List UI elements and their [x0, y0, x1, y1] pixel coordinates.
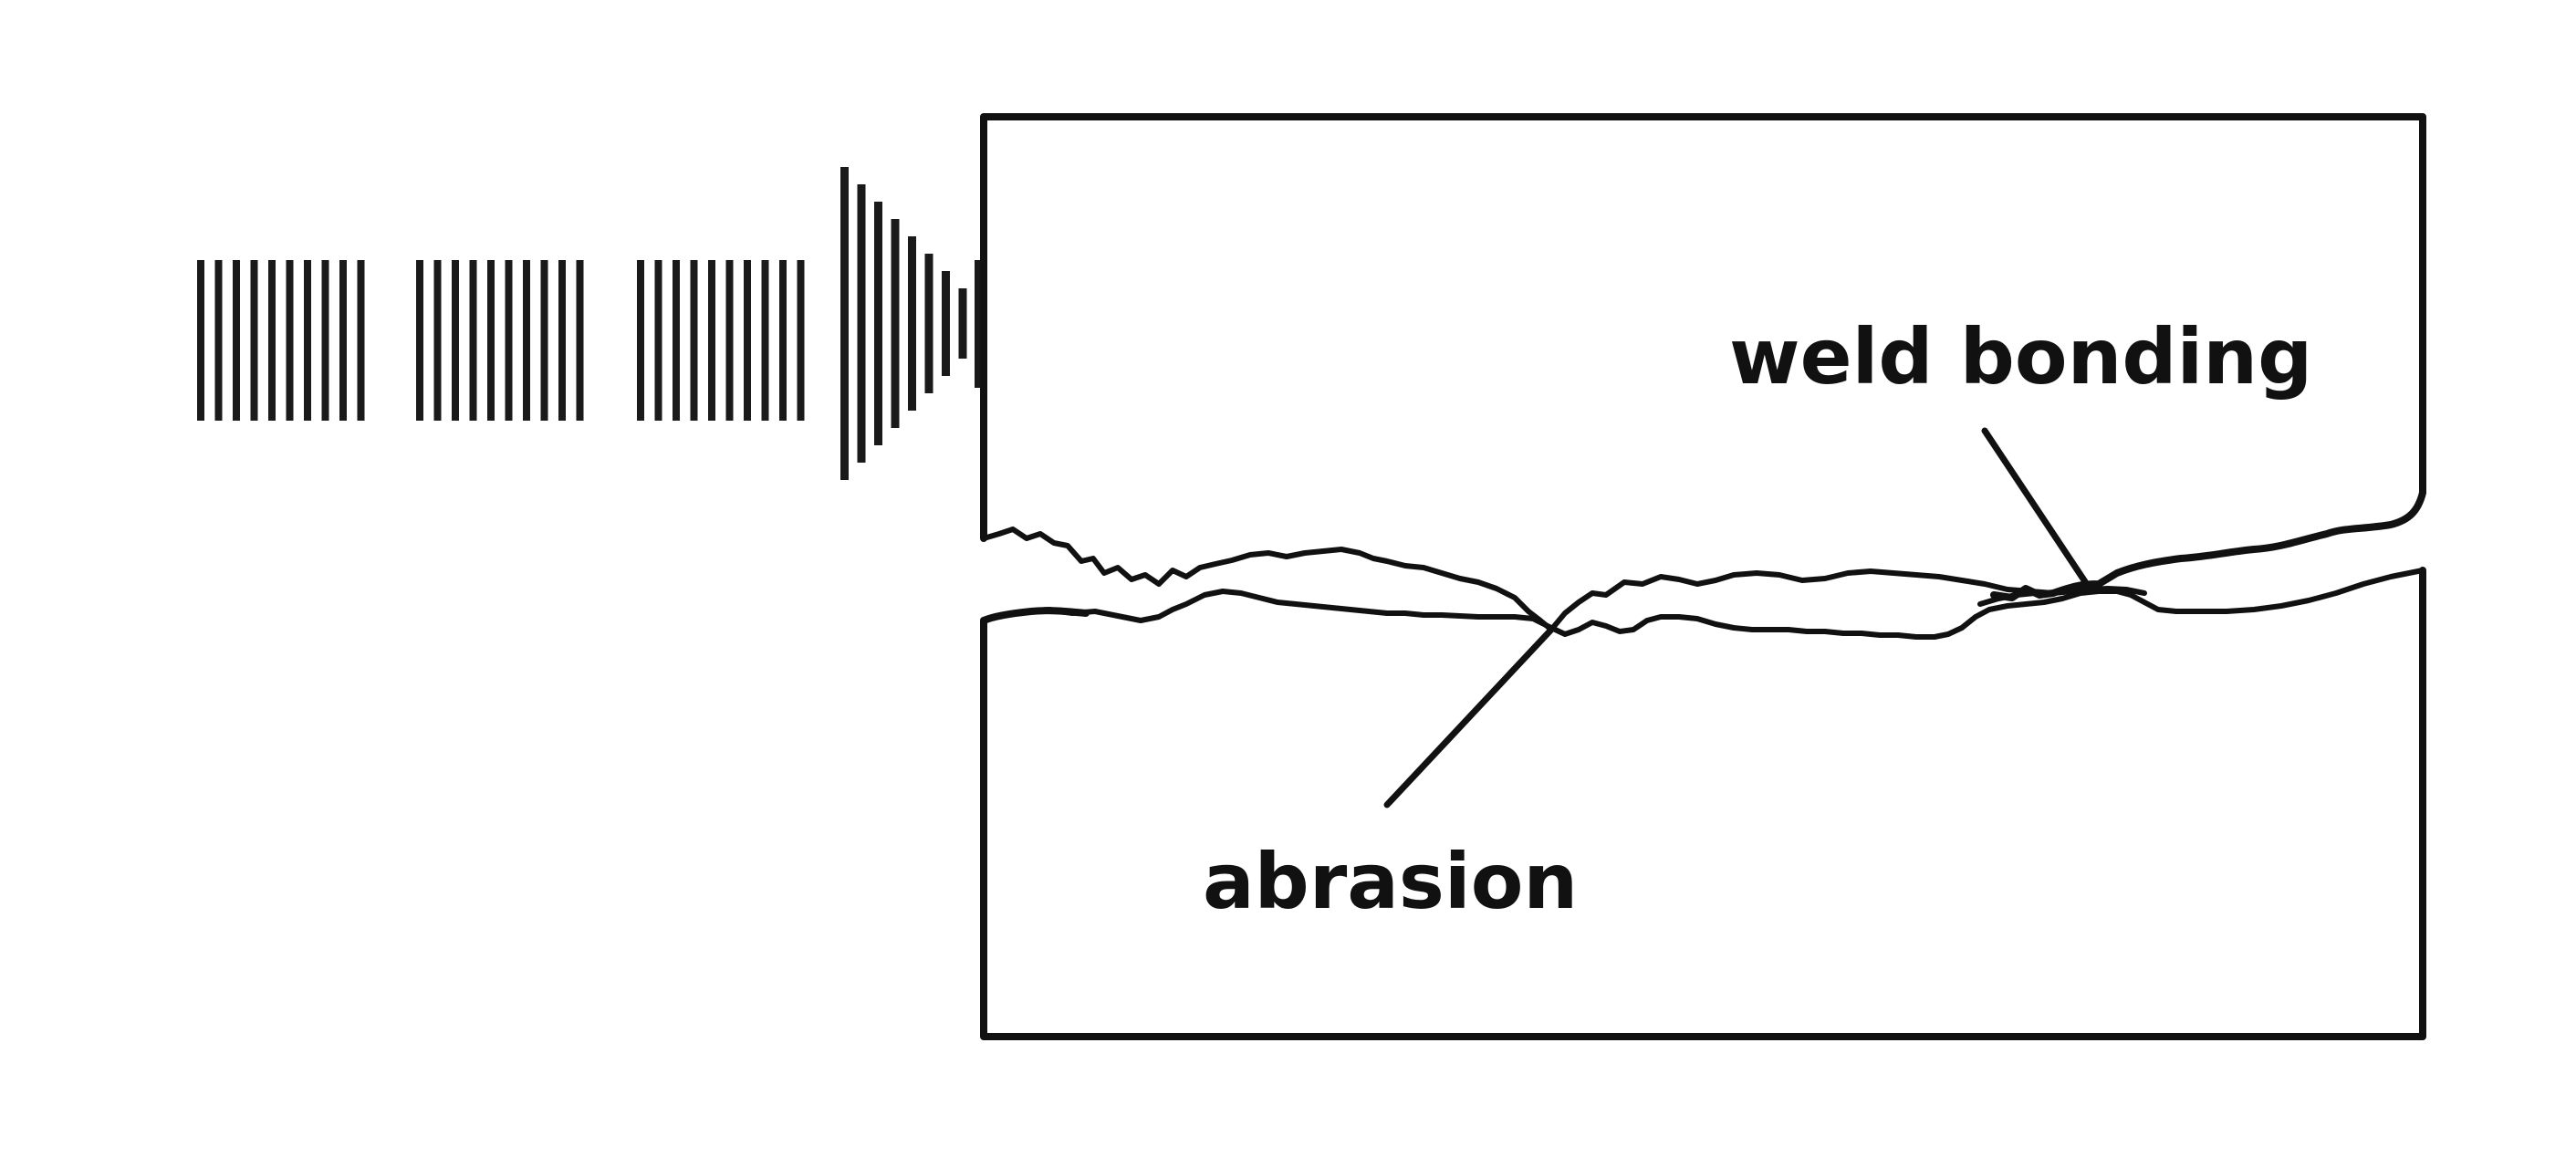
horn-bar: [840, 167, 849, 480]
ultrasonic-wave-packets: [197, 167, 986, 480]
weld-bonding-leader: [1981, 427, 2095, 595]
horn-bar: [891, 219, 900, 428]
wave-bar: [673, 260, 680, 421]
wave-bar: [268, 260, 276, 421]
abrasion-label: abrasion: [1203, 837, 1578, 926]
wave-bar: [250, 260, 258, 421]
wave-bar: [321, 260, 329, 421]
wave-bar: [576, 260, 584, 421]
wave-bar: [654, 260, 662, 421]
wave-horn-taper: [840, 167, 986, 480]
horn-bar: [908, 236, 916, 411]
wave-bar: [797, 260, 805, 421]
horn-bar: [958, 288, 967, 359]
wave-bar: [197, 260, 204, 421]
wave-bar: [637, 260, 644, 421]
wave-bar: [761, 260, 769, 421]
wave-bar: [416, 260, 423, 421]
wave-bar: [469, 260, 477, 421]
wave-packet-3: [637, 260, 805, 421]
wave-packet-2: [416, 260, 584, 421]
wave-bar: [779, 260, 787, 421]
wave-bar: [214, 260, 223, 421]
upper-workpiece: [980, 113, 2426, 601]
wave-bar: [690, 260, 698, 421]
wave-bar: [452, 260, 459, 421]
wave-bar: [708, 260, 715, 421]
wave-bar: [339, 260, 347, 421]
horn-bar: [924, 254, 933, 393]
wave-bar: [523, 260, 530, 421]
wave-bar: [505, 260, 513, 421]
weld-bonding-label: weld bonding: [1729, 312, 2312, 402]
horn-bar: [874, 202, 882, 445]
abrasion-leader: [1383, 626, 1555, 808]
wave-bar: [725, 260, 734, 421]
wave-bar: [357, 260, 365, 421]
wave-bar: [286, 260, 294, 421]
lower-workpiece: [980, 567, 2426, 1040]
wave-bar: [540, 260, 548, 421]
wave-bar: [558, 260, 566, 421]
wave-bar: [304, 260, 311, 421]
wave-packet-1: [197, 260, 365, 421]
wave-bar: [744, 260, 751, 421]
upper-rough-surface: [981, 527, 2092, 632]
wave-bar: [487, 260, 495, 421]
wave-bar: [233, 260, 240, 421]
horn-bar: [857, 184, 866, 463]
lower-rough-surface: [981, 568, 2425, 640]
horn-bar: [942, 271, 950, 376]
weld-bonding-contact: [1977, 586, 2147, 607]
wave-bar: [433, 260, 442, 421]
